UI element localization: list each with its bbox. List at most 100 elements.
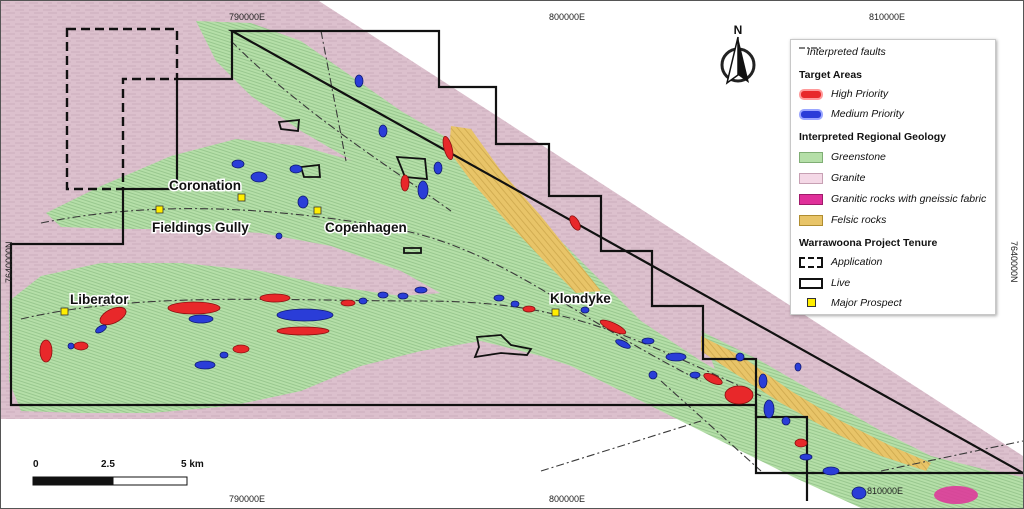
medium-priority-target <box>763 399 775 419</box>
legend-label-high-priority: High Priority <box>831 88 889 100</box>
legend-heading-geology: Interpreted Regional Geology <box>799 131 947 143</box>
legend-label-faults: Interpreted faults <box>807 46 886 58</box>
medium-priority-target <box>665 352 687 362</box>
high-priority-target <box>259 293 291 303</box>
medium-priority-target <box>377 291 389 299</box>
high-priority-target <box>39 339 53 363</box>
high-priority-target <box>724 385 754 405</box>
medium-priority-target <box>219 351 229 359</box>
major-prospects <box>60 193 560 317</box>
coord-top-810000: 810000E <box>869 12 905 22</box>
high-priority-target <box>167 301 221 315</box>
medium-priority-target <box>735 352 745 362</box>
medium-priority-target <box>414 286 428 294</box>
north-label: N <box>734 23 743 37</box>
map-legend: Interpreted faults Target Areas High Pri… <box>790 39 996 315</box>
label-coronation: Coronation <box>169 178 241 193</box>
coord-top-800000: 800000E <box>549 12 585 22</box>
label-klondyke: Klondyke <box>550 291 611 306</box>
legend-item-gneissic: Granitic rocks with gneissic fabric <box>799 191 986 207</box>
prospect-marker-klondyke <box>551 308 560 317</box>
medium-priority-targets <box>67 74 867 500</box>
high-priority-target <box>400 174 410 192</box>
high-priority-target <box>73 341 89 351</box>
legend-item-high-priority: High Priority <box>799 86 888 102</box>
medium-priority-target <box>433 161 443 175</box>
scale-tick-2-5: 2.5 <box>101 459 115 470</box>
legend-heading-targets: Target Areas <box>799 69 863 81</box>
application-swatch <box>799 256 823 268</box>
high-priority-target <box>340 299 356 307</box>
coord-left-7640000: 7640000N <box>4 241 14 283</box>
coord-right-7640000: 7640000N <box>1009 241 1019 283</box>
fault-line-icon <box>799 47 823 49</box>
legend-item-major-prospect: Major Prospect <box>799 295 902 311</box>
medium-priority-target <box>758 373 768 389</box>
legend-label-felsic: Felsic rocks <box>831 214 887 226</box>
tenure-live-small-1 <box>277 118 300 133</box>
live-swatch <box>799 277 823 289</box>
tenure-live-small-2 <box>299 164 321 178</box>
high-priority-target <box>522 305 536 313</box>
medium-priority-target <box>67 342 75 350</box>
greenstone-north-arm <box>196 21 801 431</box>
legend-item-medium-priority: Medium Priority <box>799 106 904 122</box>
high-priority-target <box>599 319 627 335</box>
legend-item-greenstone: Greenstone <box>799 149 886 165</box>
scale-bar: 0 2.5 5 km <box>32 459 204 486</box>
high-priority-target <box>99 306 127 326</box>
coord-bottom-810000: 810000E <box>867 486 903 496</box>
high-priority-swatch <box>799 88 823 100</box>
tenure-application <box>65 27 179 191</box>
medium-priority-target <box>794 362 802 372</box>
no-data-strip <box>1 419 741 508</box>
legend-label-granite: Granite <box>831 172 866 184</box>
tenure-live-small-5 <box>473 334 533 359</box>
medium-priority-target <box>95 324 107 334</box>
medium-priority-target <box>615 339 631 349</box>
medium-priority-target <box>297 195 309 209</box>
medium-priority-target <box>289 164 303 174</box>
medium-priority-target <box>781 416 791 426</box>
high-priority-target <box>442 135 454 161</box>
medium-priority-target <box>276 308 334 322</box>
tenure-live-small-4 <box>403 247 422 254</box>
felsic-rocks-east <box>701 336 931 471</box>
legend-label-medium-priority: Medium Priority <box>831 108 904 120</box>
medium-priority-target <box>231 159 245 169</box>
medium-priority-target <box>799 453 813 461</box>
prospect-marker-coronation <box>237 193 246 202</box>
north-arrow-icon: N <box>720 23 756 85</box>
legend-item-felsic: Felsic rocks <box>799 212 886 228</box>
medium-priority-target <box>493 294 505 302</box>
high-priority-target <box>703 373 723 385</box>
medium-priority-target <box>689 371 701 379</box>
medium-priority-target <box>358 297 368 305</box>
medium-priority-target <box>275 232 283 240</box>
gneissic-swatch <box>799 193 823 205</box>
medium-priority-target <box>354 74 364 88</box>
tenure-live-small-3 <box>395 155 429 180</box>
scale-tick-0: 0 <box>33 459 39 470</box>
legend-label-major-prospect: Major Prospect <box>831 297 902 309</box>
prospect-marker-fieldings-gully <box>155 205 164 214</box>
high-priority-targets <box>39 135 808 448</box>
tenure-live-west <box>9 31 809 501</box>
legend-label-application: Application <box>831 256 883 268</box>
scale-tick-5: 5 km <box>181 459 204 470</box>
medium-priority-target <box>580 306 590 314</box>
medium-priority-target <box>822 466 840 476</box>
medium-priority-target <box>250 171 268 183</box>
coord-bottom-800000: 800000E <box>549 494 585 504</box>
medium-priority-swatch <box>799 108 823 120</box>
major-prospect-swatch <box>799 294 823 312</box>
tenure-live <box>227 29 1023 475</box>
medium-priority-target <box>641 337 655 345</box>
granite-swatch <box>799 172 823 184</box>
felsic-rocks-main <box>449 126 601 293</box>
felsic-swatch <box>799 214 823 226</box>
prospect-marker-liberator <box>60 307 69 316</box>
legend-item-application: Application <box>799 254 882 270</box>
medium-priority-target <box>194 360 216 370</box>
